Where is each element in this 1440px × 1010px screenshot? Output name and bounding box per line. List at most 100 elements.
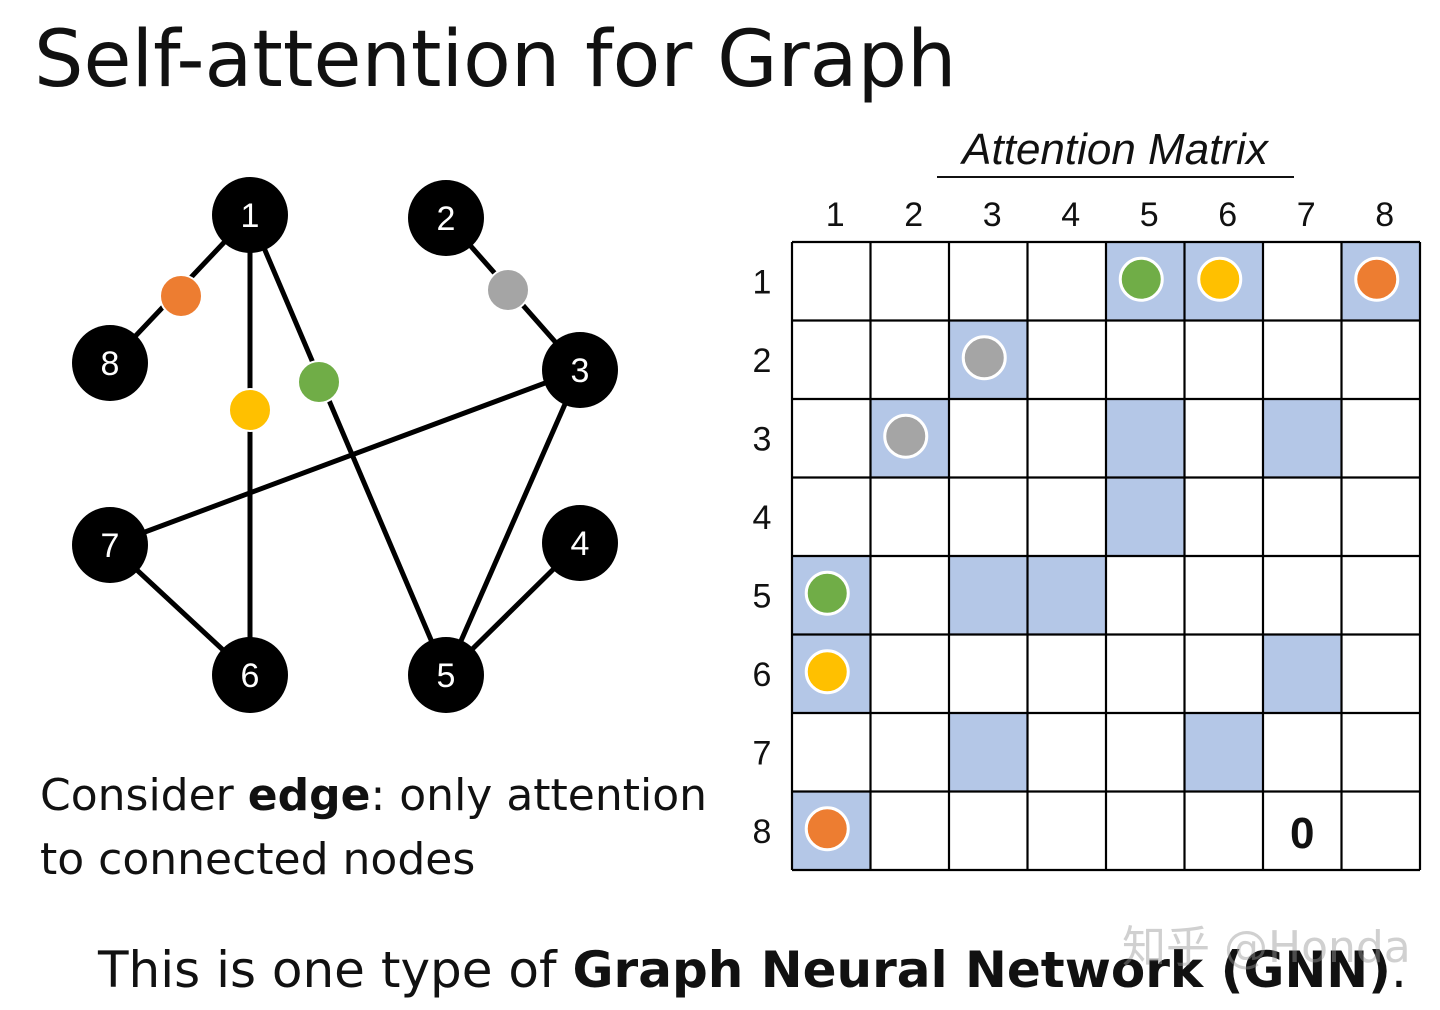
matrix-cell: [1263, 713, 1342, 792]
matrix-cell: [1027, 242, 1106, 321]
matrix-cell: [870, 791, 949, 870]
edge-marker-gray: [486, 268, 530, 312]
matrix-cell-connected: [1263, 399, 1342, 478]
footer-bold: Graph Neural Network (GNN): [572, 941, 1391, 999]
matrix-cell: [1184, 791, 1263, 870]
matrix-cell-connected: [1106, 477, 1185, 556]
matrix-cell: [1027, 791, 1106, 870]
graph-node-2: [408, 180, 484, 256]
matrix-cell: [1341, 320, 1420, 399]
matrix-cell: [1263, 477, 1342, 556]
matrix-title: Attention Matrix: [959, 125, 1270, 174]
matrix-cell: [1263, 320, 1342, 399]
matrix-zero-label: 0: [1290, 809, 1314, 858]
caption-line-2: to connected nodes: [40, 834, 476, 885]
matrix-col-label: 7: [1297, 196, 1316, 234]
edge-1-5: [247, 214, 449, 676]
matrix-cell: [870, 713, 949, 792]
matrix-col-label: 3: [983, 196, 1002, 234]
matrix-cell: [949, 791, 1028, 870]
footer-suffix: .: [1391, 941, 1407, 999]
matrix-row-label: 3: [753, 420, 772, 458]
matrix-cell-connected: [1106, 399, 1185, 478]
matrix-col-label: 1: [826, 196, 845, 234]
matrix-cell: [1106, 556, 1185, 635]
matrix-cell: [870, 634, 949, 713]
matrix-cell: [1184, 399, 1263, 478]
matrix-cell: [1341, 791, 1420, 870]
matrix-row-label: 7: [753, 734, 772, 772]
matrix-row-label: 2: [753, 342, 772, 380]
matrix-cell: [1341, 634, 1420, 713]
matrix-marker-orange: [1354, 256, 1400, 302]
graph-node-1: [212, 177, 288, 253]
matrix-cell-connected: [949, 556, 1028, 635]
graph-node-6: [212, 637, 288, 713]
footer-prefix: This is one type of: [98, 941, 573, 999]
matrix-row-label: 6: [753, 656, 772, 694]
graph-node-label-7: 7: [101, 527, 120, 565]
matrix-cell: [1184, 477, 1263, 556]
caption-suffix: : only attention: [370, 770, 708, 821]
matrix-row-label: 8: [753, 813, 772, 851]
matrix-cell: [1341, 556, 1420, 635]
matrix-cell: [1263, 791, 1342, 870]
graph-node-label-3: 3: [571, 352, 590, 390]
caption-prefix: Consider: [40, 770, 248, 821]
matrix-marker-orange: [804, 806, 850, 852]
matrix-row-label: 5: [753, 577, 772, 615]
graph-node-label-4: 4: [571, 525, 590, 563]
matrix-marker-yellow: [1197, 256, 1243, 302]
graph-node-label-5: 5: [437, 657, 456, 695]
matrix-cell: [1263, 242, 1342, 321]
matrix-cell-connected: [1184, 713, 1263, 792]
graph-node-label-2: 2: [437, 200, 456, 238]
matrix-cell: [1027, 713, 1106, 792]
matrix-cell: [792, 320, 871, 399]
matrix-cell: [1027, 320, 1106, 399]
watermark: 知乎 @Honda: [1122, 922, 1411, 973]
matrix-cell: [1341, 477, 1420, 556]
footer-text: This is one type of Graph Neural Network…: [98, 935, 1407, 1005]
graph-node-label-1: 1: [241, 197, 260, 235]
matrix-cell: [1263, 556, 1342, 635]
matrix-cell-connected: [1263, 634, 1342, 713]
matrix-col-label: 4: [1061, 196, 1080, 234]
graph-node-5: [408, 637, 484, 713]
matrix-cell: [1027, 477, 1106, 556]
caption-bold-edge: edge: [247, 770, 371, 821]
matrix-cell: [870, 556, 949, 635]
matrix-cell-connected: [949, 713, 1028, 792]
matrix-col-label: 8: [1375, 196, 1394, 234]
matrix-cell: [792, 242, 871, 321]
matrix-col-label: 5: [1140, 196, 1159, 234]
matrix-cell: [1341, 399, 1420, 478]
matrix-cell: [1341, 713, 1420, 792]
graph-node-label-8: 8: [101, 345, 120, 383]
matrix-cell: [949, 477, 1028, 556]
caption: Consider edge: only attention to connect…: [40, 764, 707, 892]
edge-3-7: [109, 367, 581, 548]
matrix-cell: [1106, 713, 1185, 792]
matrix-marker-yellow: [804, 649, 850, 695]
matrix-cell: [792, 477, 871, 556]
matrix-cell: [870, 242, 949, 321]
matrix-cell: [1184, 634, 1263, 713]
matrix-cell: [870, 477, 949, 556]
matrix-cell-connected: [1027, 556, 1106, 635]
caption-line-1: Consider edge: only attention: [40, 764, 707, 828]
matrix-marker-gray: [883, 413, 929, 459]
matrix-col-label: 2: [904, 196, 923, 234]
matrix-cell: [1106, 791, 1185, 870]
matrix-marker-green: [1118, 256, 1164, 302]
edge-marker-green: [297, 360, 341, 404]
matrix-col-label: 6: [1218, 196, 1237, 234]
slide-title: Self-attention for Graph: [34, 15, 957, 105]
matrix-marker-green: [804, 570, 850, 616]
graph-node-7: [72, 507, 148, 583]
matrix-cell: [1106, 634, 1185, 713]
matrix-cell: [792, 713, 871, 792]
